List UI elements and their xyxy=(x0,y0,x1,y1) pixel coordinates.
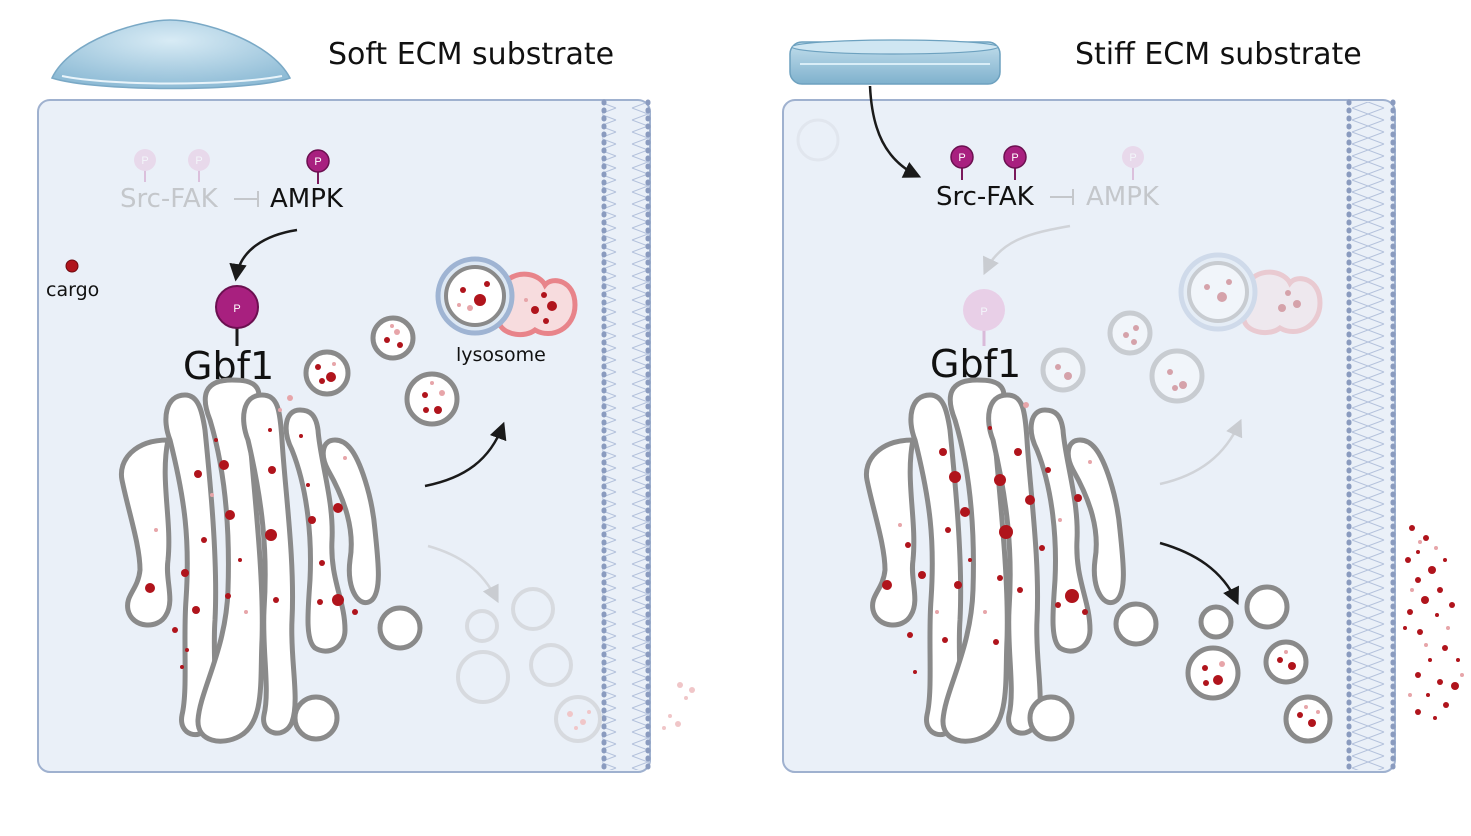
stiff-panel-title: Stiff ECM substrate xyxy=(1075,37,1362,72)
stiff-secretory-vesicle xyxy=(1263,639,1309,685)
cargo-legend-dot xyxy=(65,259,79,273)
stiff-secreted-cargo xyxy=(1403,525,1460,720)
svg-text:P: P xyxy=(1011,152,1018,164)
stiff-faded-vesicles xyxy=(1040,310,1205,404)
soft-lysosome-arrow xyxy=(424,421,507,488)
svg-text:P: P xyxy=(958,152,965,164)
stiff-faded-lysosome xyxy=(1178,252,1323,336)
stiff-inhibition-symbol xyxy=(1050,189,1074,205)
stiff-secretory-vesicle xyxy=(1283,694,1333,744)
soft-faded-vesicles xyxy=(456,587,602,743)
stiff-lysosome-arrow xyxy=(1159,418,1243,486)
svg-text:P: P xyxy=(141,155,148,167)
soft-lysosome-label: lysosome xyxy=(456,344,546,366)
svg-text:P: P xyxy=(195,155,202,167)
soft-substrate-icon xyxy=(50,19,292,90)
stiff-golgi-cargo-light xyxy=(898,402,1092,614)
soft-ampk-phospho: P xyxy=(306,149,330,184)
svg-text:P: P xyxy=(314,156,321,168)
soft-vesicle xyxy=(303,349,351,397)
soft-empty-vesicle xyxy=(292,694,340,742)
soft-inhibition-symbol xyxy=(234,191,259,207)
stiff-substrate-icon xyxy=(789,39,1001,85)
soft-vesicle xyxy=(404,371,460,427)
stiff-src-fak-label: Src-FAK xyxy=(936,182,1035,212)
soft-panel: Soft ECM substrate P P Src-FAK P xyxy=(37,19,695,773)
svg-text:P: P xyxy=(1129,152,1136,164)
stiff-faint-vesicle xyxy=(796,118,840,162)
stiff-secretion-arrow xyxy=(1159,541,1239,606)
stiff-gbf1-phospho: P xyxy=(963,289,1005,346)
soft-lysosome xyxy=(435,256,578,338)
stiff-golgi-cargo xyxy=(882,426,1088,674)
soft-src-fak-label: Src-FAK xyxy=(120,184,219,214)
stiff-ampk-label: AMPK xyxy=(1086,182,1160,212)
soft-golgi-cargo xyxy=(145,428,358,669)
svg-text:P: P xyxy=(233,303,240,315)
stiff-secreted-cargo-light xyxy=(1408,540,1464,697)
soft-src-fak-phospho-group: P P xyxy=(134,149,210,182)
stiff-empty-vesicle xyxy=(1198,604,1234,640)
soft-vesicle xyxy=(370,315,416,361)
soft-golgi xyxy=(118,377,381,744)
stiff-empty-vesicle xyxy=(1244,584,1290,630)
stiff-substrate-arrow xyxy=(868,85,922,178)
soft-empty-vesicle xyxy=(377,605,423,651)
soft-secretion-arrow xyxy=(427,544,499,604)
cargo-legend-label: cargo xyxy=(46,279,99,301)
soft-plasma-membrane xyxy=(601,99,651,773)
soft-faded-cargo xyxy=(567,682,695,730)
stiff-ampk-gbf1-arrow xyxy=(983,224,1071,276)
stiff-ampk-phospho: P xyxy=(1122,146,1144,180)
stiff-panel: Stiff ECM substrate P P Src-FAK xyxy=(782,37,1464,773)
soft-ampk-label: AMPK xyxy=(270,184,344,214)
stiff-src-fak-phospho-group: P P xyxy=(950,145,1027,180)
soft-gbf1-phospho: P xyxy=(215,285,259,346)
svg-text:P: P xyxy=(980,306,987,318)
stiff-empty-vesicle xyxy=(1113,601,1159,647)
soft-panel-title: Soft ECM substrate xyxy=(328,37,614,72)
soft-golgi-cargo-light xyxy=(154,395,347,614)
soft-ampk-gbf1-arrow xyxy=(229,228,298,282)
stiff-plasma-membrane xyxy=(1346,99,1396,773)
stiff-secretory-vesicle xyxy=(1185,645,1241,701)
stiff-empty-vesicle xyxy=(1027,694,1075,742)
